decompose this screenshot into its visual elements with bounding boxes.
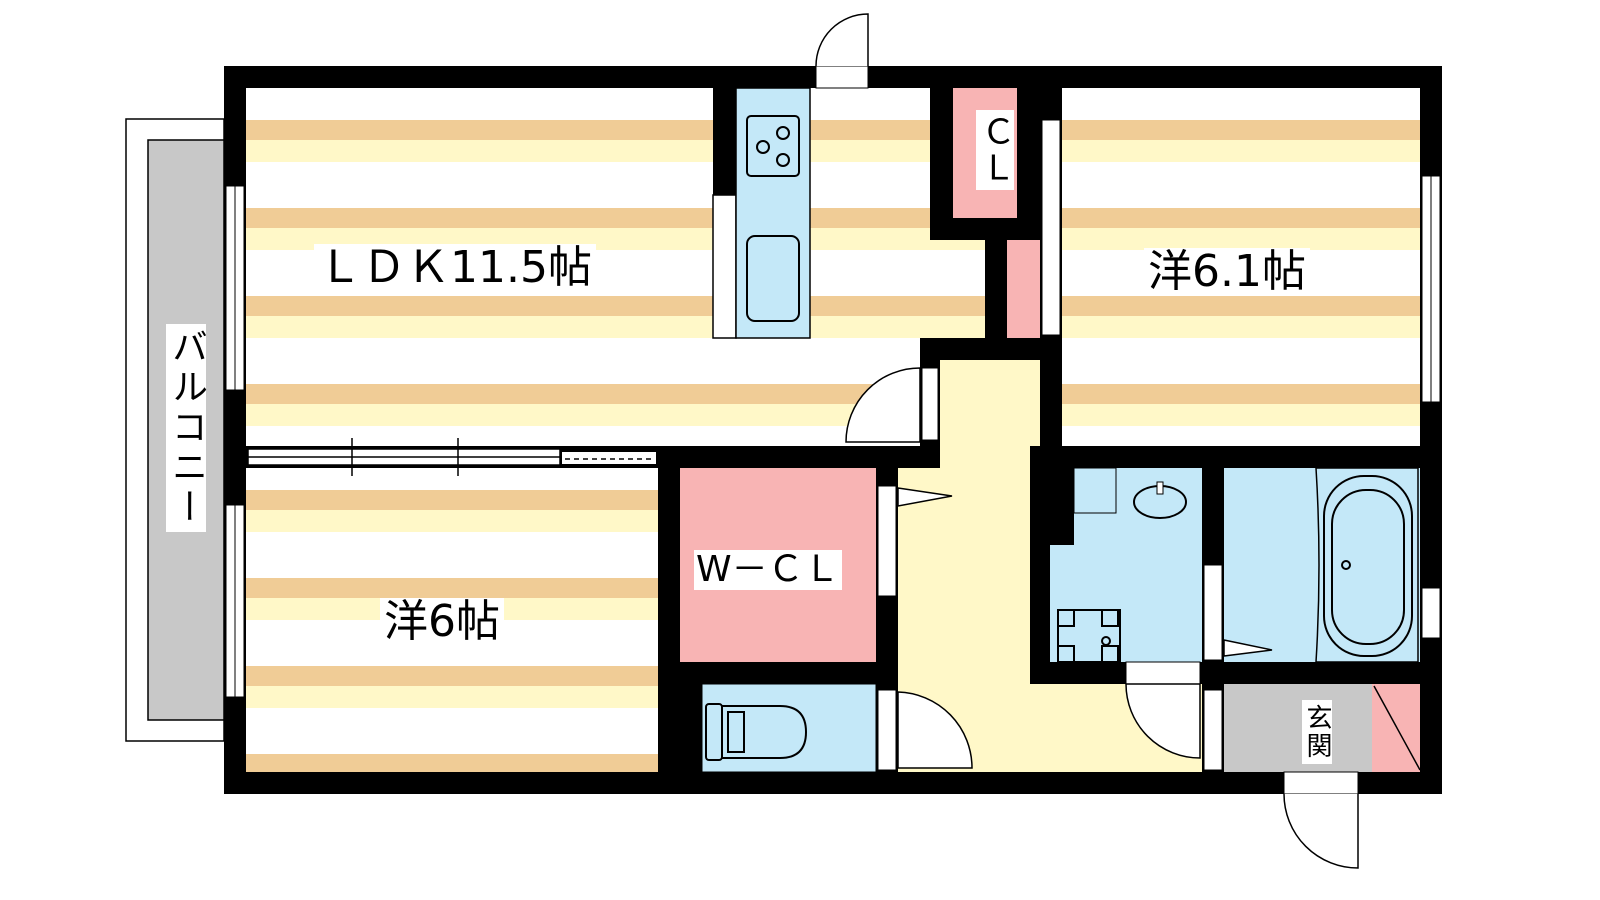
western-6-1-label: 洋6.1帖 bbox=[1144, 248, 1310, 296]
ldk-label: ＬＤＫ11.5帖 bbox=[314, 244, 596, 292]
closet-label: ＣＬ bbox=[975, 110, 1015, 190]
bathroom-floor bbox=[1224, 468, 1420, 662]
balcony-label: バルコニー bbox=[166, 324, 207, 532]
kitchen-counter bbox=[712, 87, 811, 339]
entrance-floor bbox=[1224, 684, 1372, 772]
shoe-cabinet bbox=[1372, 684, 1420, 772]
washing-machine-icon bbox=[1057, 609, 1121, 663]
western-6-label: 洋6帖 bbox=[380, 598, 504, 646]
walk-in-closet-label: W－ＣＬ bbox=[694, 549, 842, 590]
front-door bbox=[1283, 771, 1359, 869]
hallway-upper bbox=[940, 360, 1040, 470]
entrance-label: 玄関 bbox=[1302, 700, 1332, 764]
top-door bbox=[815, 13, 869, 89]
balcony bbox=[125, 118, 225, 742]
bathtub-icon bbox=[1315, 467, 1419, 663]
toilet-icon bbox=[705, 703, 808, 761]
